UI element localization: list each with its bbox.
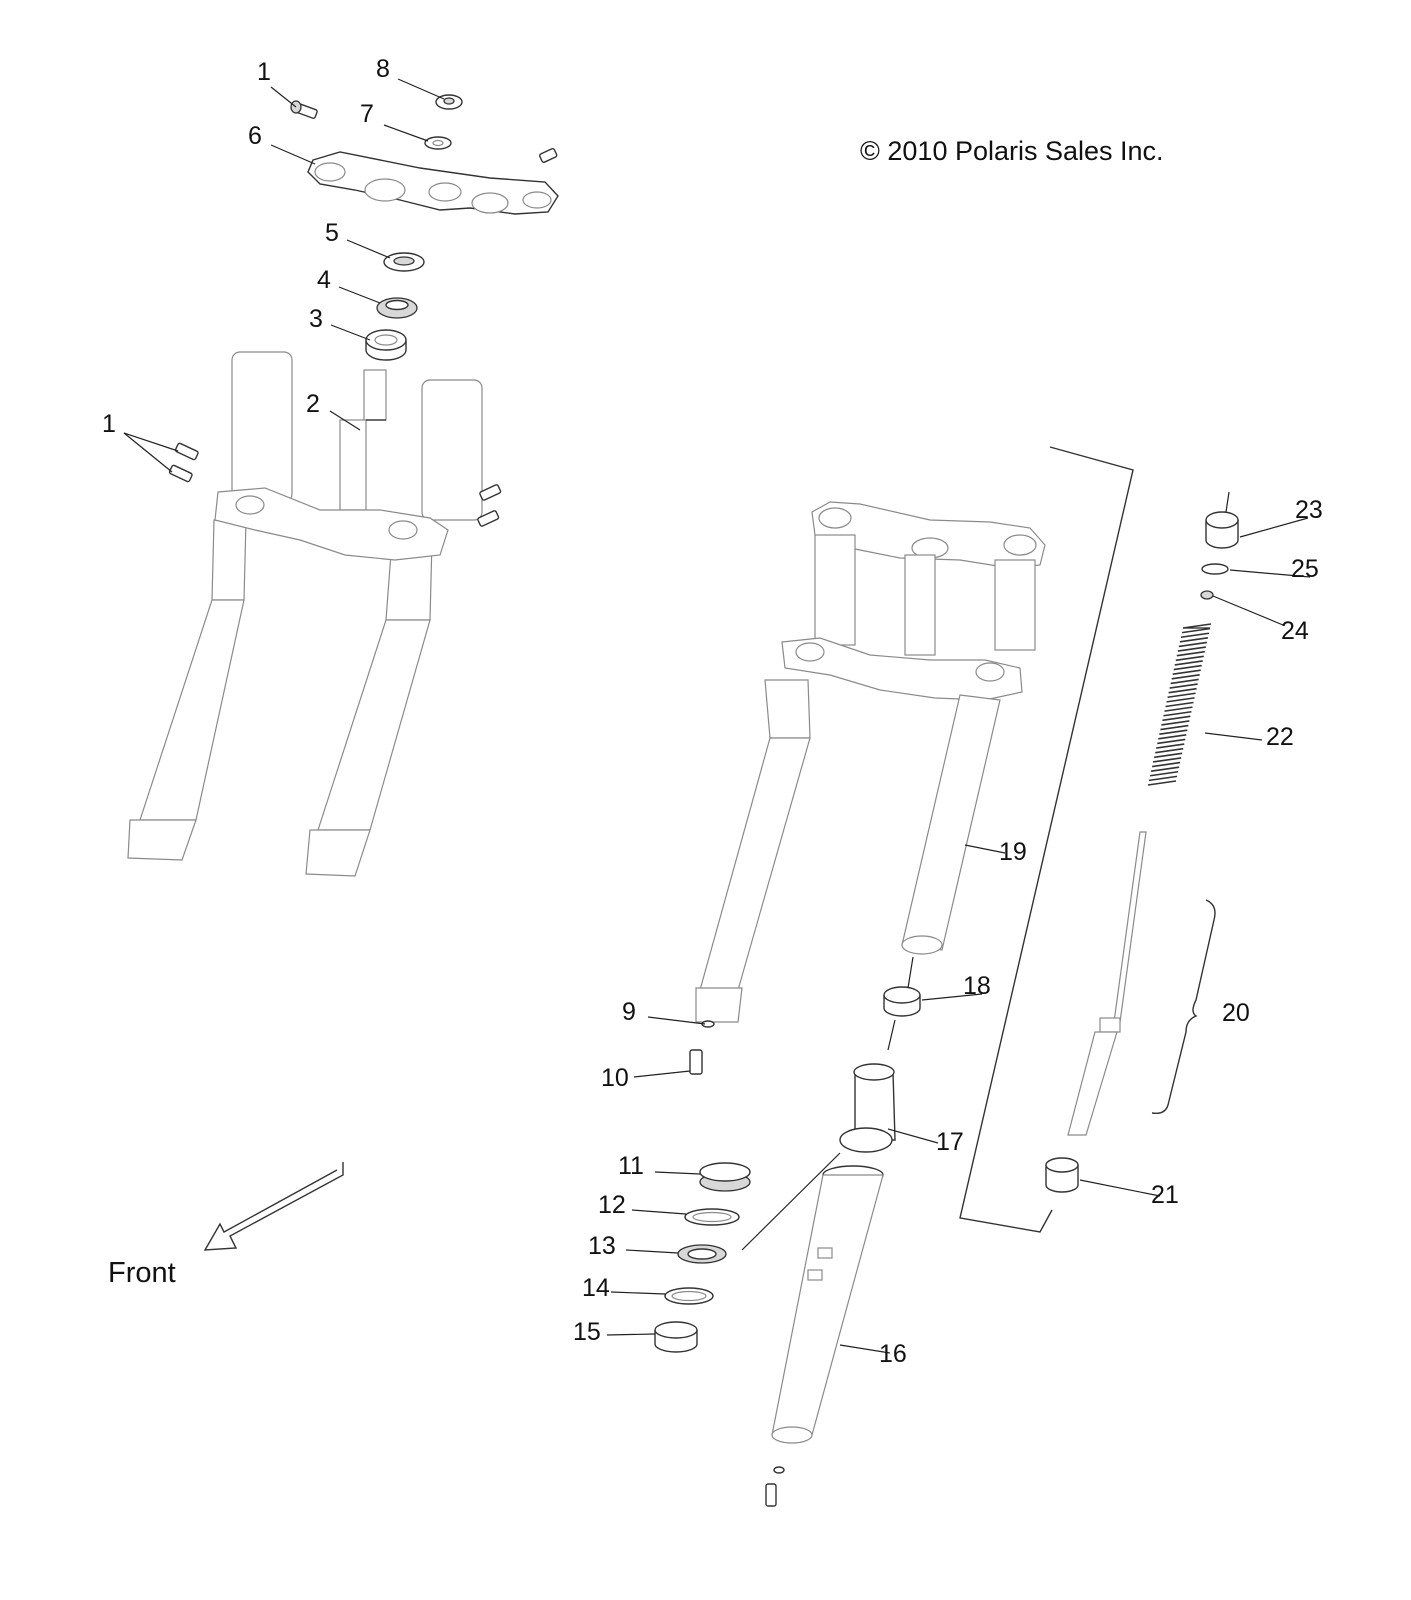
callout-17: 17 xyxy=(936,1128,964,1156)
part-3-bearing-race xyxy=(365,329,407,361)
callout-7: 7 xyxy=(360,100,374,128)
front-direction-arrow xyxy=(203,1162,344,1251)
part-16-drain-bolt xyxy=(765,1466,785,1507)
copyright-notice: © 2010 Polaris Sales Inc. xyxy=(860,136,1164,166)
part-19-inner-tube xyxy=(901,694,1001,955)
part-20-damper-rod xyxy=(1067,831,1147,1136)
callout-11: 11 xyxy=(618,1152,644,1180)
callout-9: 9 xyxy=(622,998,636,1026)
callout-4: 4 xyxy=(317,266,331,294)
upper-clamp-bolt xyxy=(539,147,558,163)
callout-21: 21 xyxy=(1151,1181,1179,1209)
left-fork-tube-left xyxy=(127,351,293,861)
callout-15: 15 xyxy=(573,1318,601,1346)
callout-1-top: 1 xyxy=(257,58,271,86)
right-steering-stem xyxy=(904,554,936,656)
right-lower-triple-clamp xyxy=(781,637,1023,701)
callout-1-side: 1 xyxy=(102,410,116,438)
side-bolts-right xyxy=(477,484,502,527)
callout-2: 2 xyxy=(306,390,320,418)
front-label: Front xyxy=(108,1257,176,1289)
part-6-upper-triple-clamp xyxy=(307,151,559,215)
part-20-brace xyxy=(1151,899,1216,1115)
part-25-washer xyxy=(1201,563,1229,575)
assembly-bracket xyxy=(959,446,1134,1233)
left-lower-triple-clamp xyxy=(214,487,449,561)
part-21-collar xyxy=(1045,1157,1079,1193)
callout-24: 24 xyxy=(1281,617,1309,645)
spring-coils xyxy=(1147,623,1212,786)
right-fork-tube-right-upper xyxy=(994,559,1036,651)
right-upper-triple-clamp xyxy=(811,501,1046,569)
part-18-bushing xyxy=(883,986,921,1017)
callout-25: 25 xyxy=(1291,555,1319,583)
part-15-guide-bushing xyxy=(654,1321,698,1353)
part-22-spring xyxy=(1147,623,1212,786)
part-23-cap xyxy=(1205,511,1239,549)
callout-13: 13 xyxy=(588,1232,616,1260)
part-17-oil-lock xyxy=(839,1063,896,1153)
callout-6: 6 xyxy=(248,122,262,150)
left-fork-tube-right xyxy=(305,379,483,877)
part-5-bearing-seal xyxy=(383,252,425,272)
part-1-top-bolt xyxy=(290,100,318,119)
callout-23: 23 xyxy=(1295,496,1323,524)
part-24-nut xyxy=(1200,590,1214,600)
part-10-bolt xyxy=(689,1049,703,1075)
callout-22: 22 xyxy=(1266,723,1294,751)
callout-16: 16 xyxy=(879,1340,907,1368)
part-4-bearing xyxy=(376,297,418,319)
callout-8: 8 xyxy=(376,55,390,83)
part-2-steering-stem xyxy=(339,369,387,511)
part-14-washer xyxy=(664,1287,714,1305)
callout-10: 10 xyxy=(601,1064,629,1092)
callout-20: 20 xyxy=(1222,999,1250,1027)
callout-18: 18 xyxy=(963,972,991,1000)
callout-19: 19 xyxy=(999,838,1027,866)
part-16-lower-slider xyxy=(771,1165,884,1444)
right-fork-tube-left-upper xyxy=(814,534,856,646)
callout-14: 14 xyxy=(582,1274,610,1302)
leader-lines xyxy=(123,78,1311,1354)
part-11-dust-seal xyxy=(699,1162,751,1192)
right-assembly-fork-slider xyxy=(695,679,811,1023)
callout-5: 5 xyxy=(325,219,339,247)
part-12-clip xyxy=(684,1208,740,1226)
part-7-washer xyxy=(424,136,452,150)
part-1-side-bolts xyxy=(168,442,199,483)
callout-12: 12 xyxy=(598,1191,626,1219)
part-13-oil-seal xyxy=(677,1244,727,1264)
callout-3: 3 xyxy=(309,305,323,333)
